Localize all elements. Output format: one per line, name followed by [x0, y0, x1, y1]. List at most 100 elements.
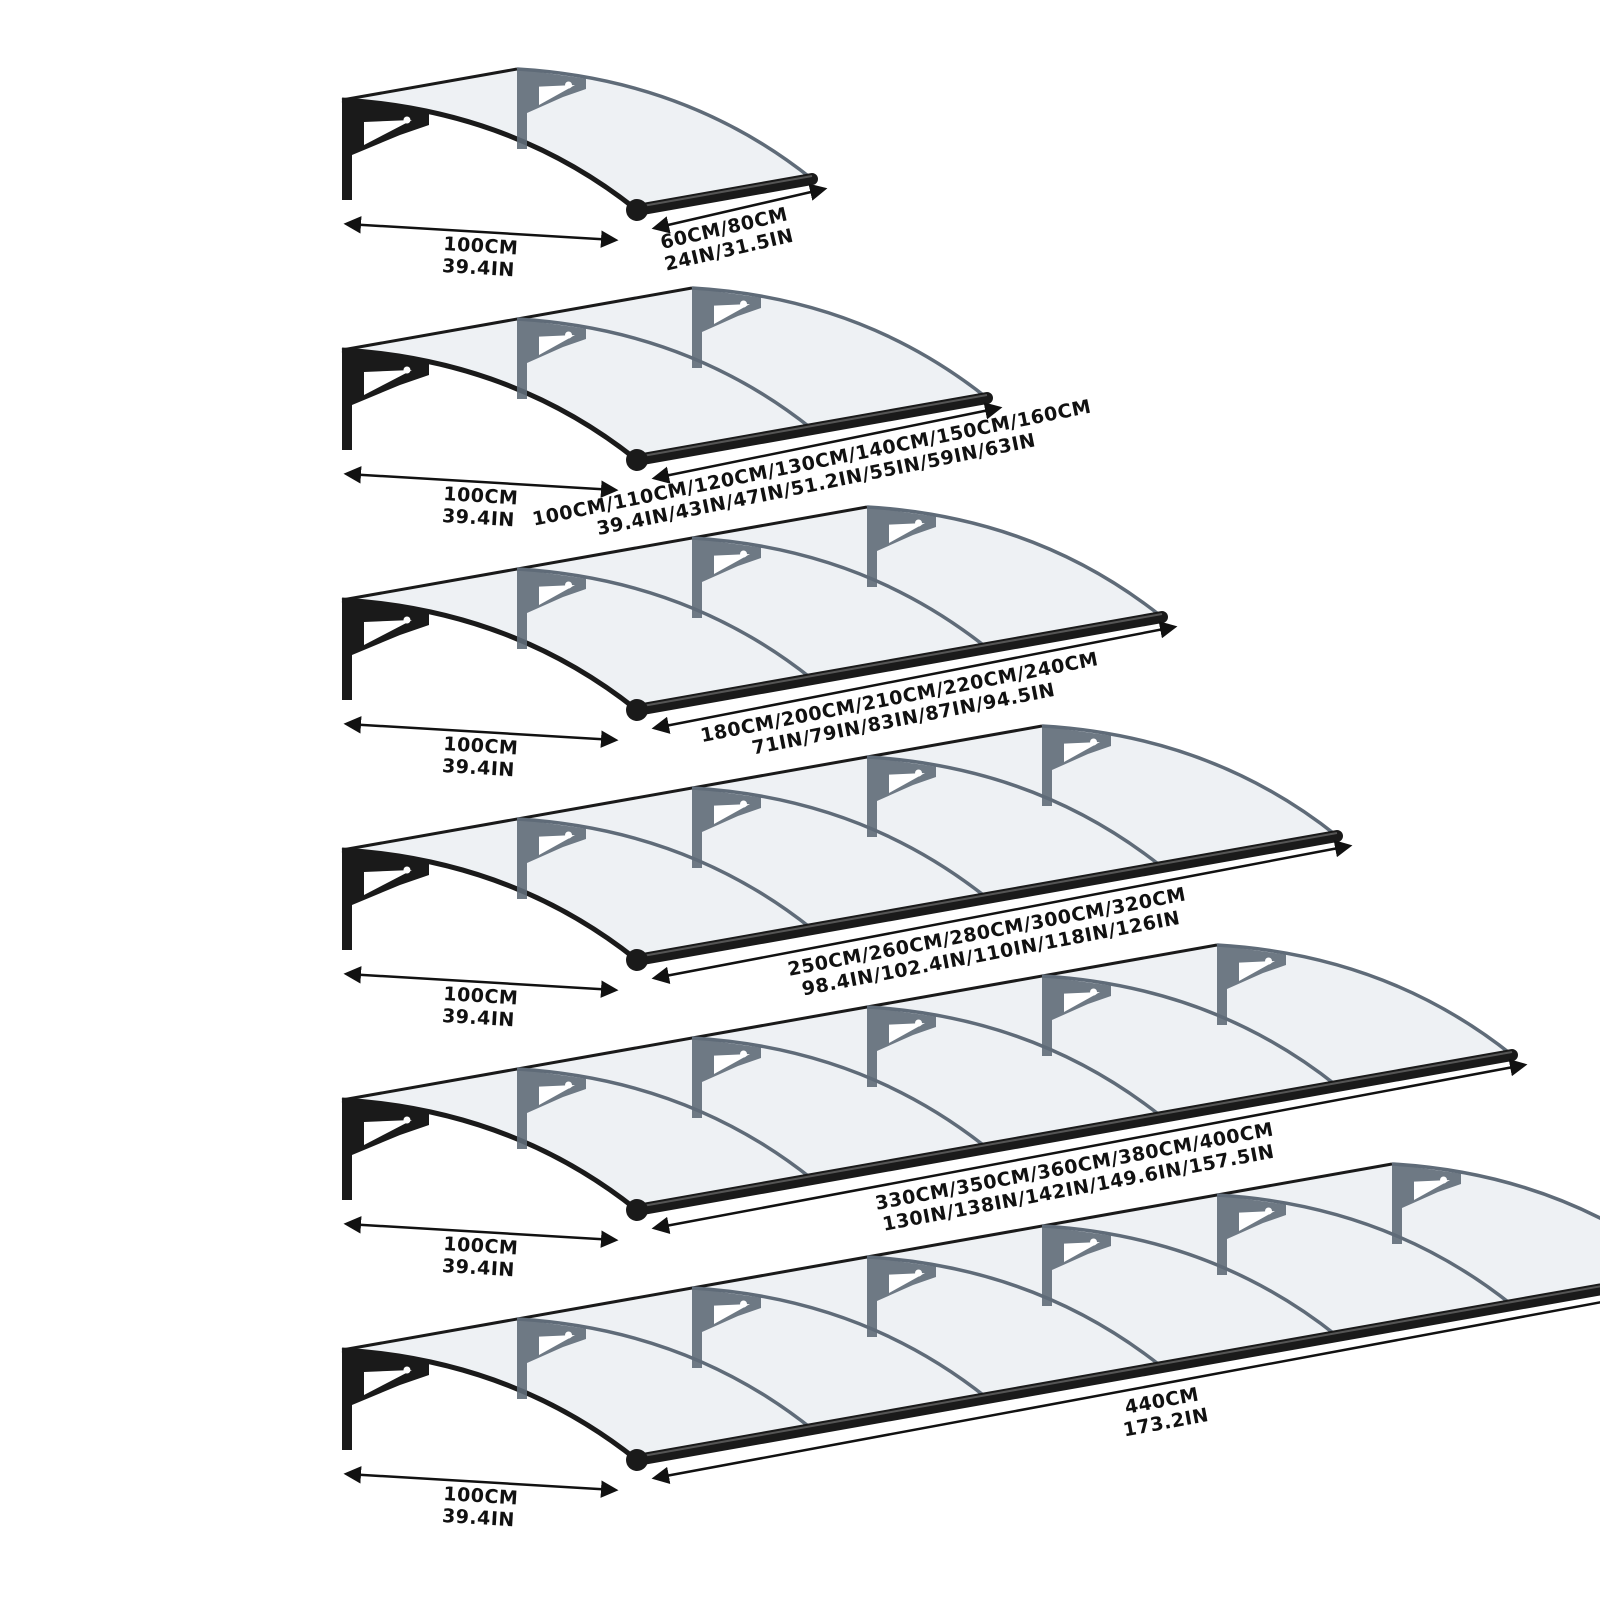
depth-label-line: 100CM: [443, 1233, 519, 1259]
roller-end-cap: [626, 1449, 648, 1471]
bracket-hole: [565, 1331, 573, 1339]
bracket-hole: [403, 1116, 411, 1124]
wall-bracket: [692, 288, 761, 368]
bracket-hole: [740, 1300, 748, 1308]
depth-arrow: [343, 216, 619, 248]
bracket-hole: [565, 831, 573, 839]
depth-label: 100CM39.4IN: [441, 1483, 519, 1531]
bracket-hole: [403, 1366, 411, 1374]
width-label: 60CM/80CM24IN/31.5IN: [658, 203, 796, 275]
roller-end-cap: [626, 949, 648, 971]
depth-arrow: [343, 716, 619, 748]
bracket-cutout: [364, 370, 412, 395]
wall-bracket: [867, 757, 936, 837]
wall-bracket: [1042, 976, 1111, 1056]
bracket-cutout: [714, 304, 750, 324]
bracket-cutout: [1239, 961, 1275, 981]
bracket-hole: [403, 866, 411, 874]
back-rail: [341, 505, 868, 602]
support-rib: [341, 1097, 639, 1212]
width-arrow: [651, 1058, 1528, 1235]
bracket-hole: [915, 769, 923, 777]
width-label: 440CM173.2IN: [1117, 1382, 1210, 1441]
bracket-hole: [403, 366, 411, 374]
support-rib: [866, 505, 1164, 619]
wall-bracket: [1042, 1226, 1111, 1306]
depth-label-line: 100CM: [443, 983, 519, 1009]
bracket-hole: [403, 116, 411, 124]
depth-label-line: 100CM: [443, 483, 519, 509]
depth-label: 100CM39.4IN: [441, 233, 519, 281]
wall-bracket: [692, 1038, 761, 1118]
support-rib: [516, 67, 814, 181]
canopy-panel: [341, 287, 989, 461]
wall-bracket: [342, 350, 429, 450]
wall-bracket: [867, 507, 936, 587]
bracket-cutout: [539, 1085, 575, 1105]
support-rib: [341, 347, 639, 462]
support-rib: [1216, 943, 1514, 1057]
bracket-cutout: [1064, 992, 1100, 1012]
wall-bracket: [517, 1319, 586, 1399]
bracket-cutout: [539, 335, 575, 355]
depth-arrow: [343, 1466, 619, 1498]
width-arrow: [651, 840, 1353, 984]
awning-1: 100CM39.4IN 60CM/80CM24IN/31.5IN: [341, 67, 828, 281]
depth-label-line: 39.4IN: [441, 255, 515, 281]
bracket-hole: [1090, 988, 1098, 996]
wall-bracket: [1392, 1164, 1461, 1244]
wall-bracket: [1042, 726, 1111, 806]
wall-bracket: [517, 569, 586, 649]
depth-label: 100CM39.4IN: [441, 983, 519, 1031]
wall-bracket: [517, 1069, 586, 1149]
bracket-cutout: [889, 1023, 925, 1043]
bracket-hole: [1090, 738, 1098, 746]
support-rib: [341, 1347, 639, 1462]
bracket-cutout: [1239, 1211, 1275, 1231]
bracket-hole: [1265, 957, 1273, 965]
bracket-hole: [740, 550, 748, 558]
bracket-cutout: [539, 85, 575, 105]
wall-bracket: [867, 1257, 936, 1337]
wall-bracket: [342, 600, 429, 700]
bracket-hole: [740, 800, 748, 808]
support-rib: [1041, 724, 1339, 838]
width-arrow: [651, 1277, 1600, 1485]
bracket-hole: [565, 81, 573, 89]
depth-arrow: [343, 966, 619, 998]
back-rail: [341, 943, 1218, 1102]
wall-bracket: [342, 1100, 429, 1200]
wall-bracket: [342, 100, 429, 200]
depth-label-line: 100CM: [443, 1483, 519, 1509]
wall-bracket: [692, 788, 761, 868]
bracket-hole: [403, 616, 411, 624]
bracket-hole: [915, 519, 923, 527]
support-rib: [341, 97, 639, 212]
support-rib: [341, 597, 639, 712]
depth-label-line: 100CM: [443, 733, 519, 759]
depth-label-line: 39.4IN: [441, 1505, 515, 1531]
support-rib: [341, 847, 639, 962]
bracket-hole: [565, 581, 573, 589]
bracket-hole: [565, 1081, 573, 1089]
support-rib: [691, 286, 989, 400]
width-arrow: [651, 621, 1178, 734]
roller-end-cap: [626, 449, 648, 471]
width-arrow: [651, 183, 828, 234]
wall-bracket: [1217, 1195, 1286, 1275]
bracket-hole: [740, 1050, 748, 1058]
depth-arrow: [343, 466, 619, 498]
bracket-cutout: [1064, 742, 1100, 762]
depth-label: 100CM39.4IN: [441, 483, 519, 531]
depth-label-line: 39.4IN: [441, 505, 515, 531]
bracket-cutout: [539, 1335, 575, 1355]
roller-end-cap: [626, 199, 648, 221]
depth-label-line: 39.4IN: [441, 1255, 515, 1281]
support-rib: [1391, 1162, 1600, 1221]
bracket-cutout: [364, 1370, 412, 1395]
bracket-cutout: [889, 773, 925, 793]
bracket-cutout: [364, 1120, 412, 1145]
